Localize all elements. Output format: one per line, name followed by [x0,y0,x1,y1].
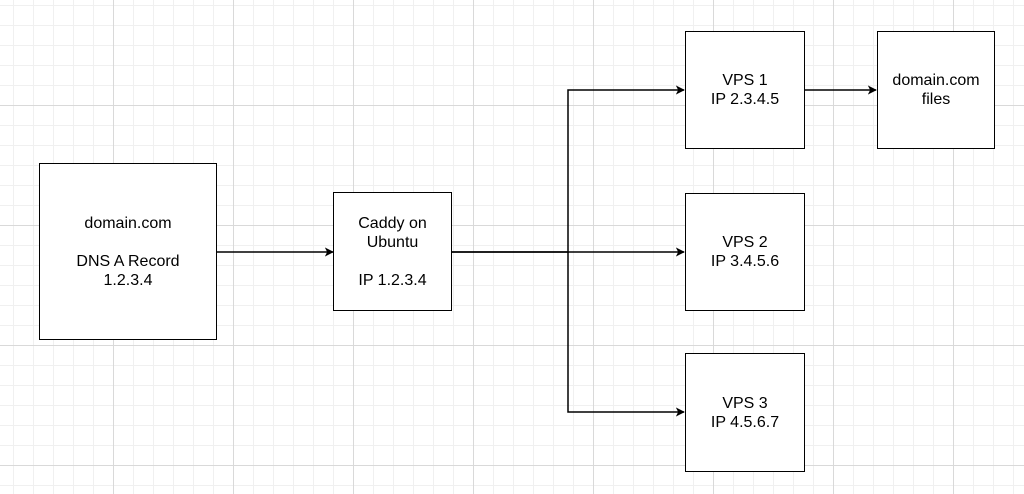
caddy-server-node[interactable]: Caddy on Ubuntu IP 1.2.3.4 [333,192,452,311]
dns-record-node[interactable]: domain.com DNS A Record 1.2.3.4 [39,163,217,340]
node-label-line: IP 1.2.3.4 [358,271,427,289]
node-label-line: 1.2.3.4 [103,271,153,289]
node-label-line: Ubuntu [366,233,419,251]
node-label-line: IP 3.4.5.6 [710,253,780,270]
node-label-line: DNS A Record [76,252,180,270]
vps1-node[interactable]: VPS 1 IP 2.3.4.5 [685,31,805,149]
vps2-node[interactable]: VPS 2 IP 3.4.5.6 [685,193,805,311]
node-label-line: Caddy on [358,214,427,232]
domain-files-node[interactable]: domain.com files [877,31,995,149]
node-label-line: domain.com [84,214,172,232]
node-label-line: IP 2.3.4.5 [710,91,780,108]
node-label-line: domain.com [892,72,980,89]
arrow-caddy-to-vps3 [567,252,685,417]
node-label-line: VPS 1 [722,72,768,89]
arrow-caddy-to-vps1 [452,85,685,253]
node-label-line: files [921,91,951,108]
node-label-line: IP 4.5.6.7 [710,413,780,431]
node-label-line: VPS 2 [722,234,768,251]
vps3-node[interactable]: VPS 3 IP 4.5.6.7 [685,353,805,472]
node-label-line: VPS 3 [722,394,768,412]
